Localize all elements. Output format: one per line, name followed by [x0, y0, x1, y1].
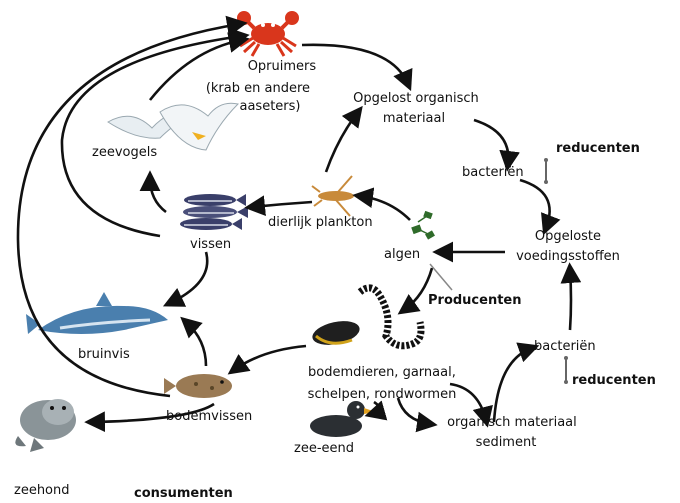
porpoise-icon	[26, 292, 168, 334]
arrow-plankton-to-opgelost	[324, 105, 363, 173]
label-dierlijk-plankton: dierlijk plankton	[268, 215, 373, 230]
arrow-bodemvissen-to-zeehond	[84, 402, 215, 433]
label-zeevogels: zeevogels	[92, 145, 157, 160]
pointer-producenten	[429, 263, 453, 291]
arrow-bodemdieren-to-zee-eend	[364, 400, 388, 421]
label-reducenten-bottom: reducenten	[572, 373, 656, 388]
arrow-vissen-to-zeevogels	[139, 170, 167, 214]
mussel-icon	[312, 321, 360, 345]
label-opgelost-organisch: Opgelost organisch materiaal	[353, 91, 483, 126]
label-reducenten-top: reducenten	[556, 141, 640, 156]
arrow-opgelost-to-bacterien	[473, 118, 520, 172]
seaweed-icon	[357, 284, 425, 350]
label-opgeloste-voedingsstoffen: Opgeloste voedingsstoffen	[516, 229, 620, 264]
fish-icon	[180, 194, 248, 230]
crab-icon	[237, 11, 299, 57]
arrow-algen-to-bodemdieren	[397, 267, 434, 315]
arrow-bodemdieren-to-sediment	[449, 382, 493, 428]
label-bacterien-top: bacteriën	[462, 165, 524, 180]
label-consumenten: consumenten	[134, 486, 233, 499]
label-zeehond: zeehond	[14, 483, 70, 498]
arrow-bodemdieren-to-bodemvissen	[227, 344, 307, 375]
label-bodemdieren: bodemdieren, garnaal, schelpen, rondworm…	[308, 365, 460, 402]
arrow-zee-eend-to-sediment	[396, 397, 438, 433]
arrow-vissen-to-crab	[60, 27, 250, 238]
label-zee-eend: zee-eend	[294, 441, 354, 456]
flatfish-icon	[164, 374, 232, 398]
algae-icon	[411, 210, 435, 240]
arrow-vissen-to-bruinvis	[162, 251, 209, 307]
duck-icon	[310, 401, 376, 437]
seagulls-icon	[107, 102, 239, 151]
label-bruinvis: bruinvis	[78, 347, 130, 362]
arrow-bacterien-to-voedingsstoffen-2	[560, 262, 582, 331]
arrow-bacterien-to-voedingsstoffen	[519, 178, 561, 236]
label-algen: algen	[384, 247, 420, 262]
label-opruimers: Opruimers (krab en andere aaseters)	[206, 59, 320, 114]
plankton-icon	[311, 175, 354, 217]
label-producenten: Producenten	[428, 293, 522, 308]
label-vissen: vissen	[190, 237, 231, 252]
label-organisch-sediment: organisch materiaal sediment	[447, 415, 581, 450]
arrow-crab-to-opgelost	[301, 43, 413, 92]
arrow-bodemvissen-to-crab	[16, 15, 248, 398]
seal-icon	[15, 399, 76, 452]
label-bacterien-bottom: bacteriën	[534, 339, 596, 354]
arrow-plankton-to-vissen	[244, 195, 313, 217]
arrow-algen-to-plankton	[352, 187, 411, 221]
label-bodemvissen: bodemvissen	[166, 409, 252, 424]
arrow-sediment-to-bacterien	[492, 342, 540, 423]
arrow-bodemvissen-to-bruinvis	[180, 316, 208, 367]
